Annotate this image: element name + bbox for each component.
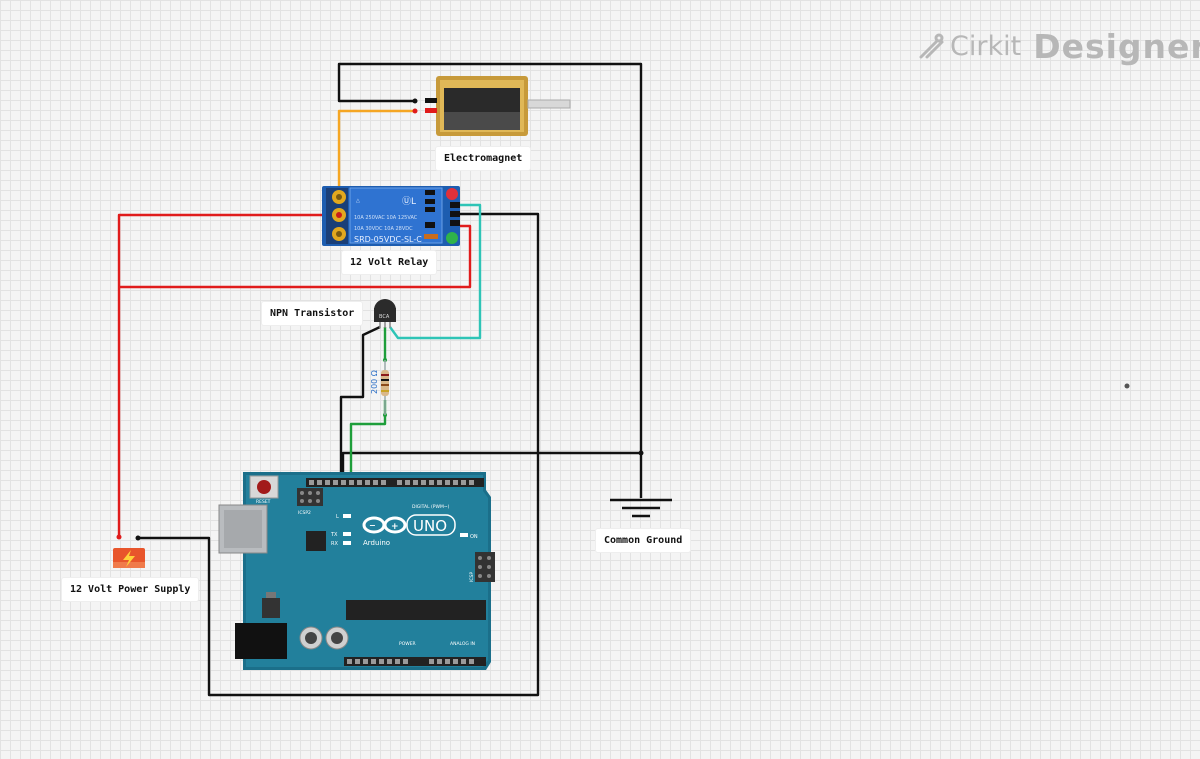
wire-ground-top-loop[interactable] bbox=[337, 62, 643, 453]
svg-text:+: + bbox=[391, 522, 399, 532]
transistor-code: BCA bbox=[379, 314, 390, 320]
uno-model-text: UNO bbox=[413, 517, 447, 535]
arduino-uno[interactable]: RESET ICSP2 DIGITAL (PWM~) bbox=[218, 472, 495, 670]
atmega-chip bbox=[346, 600, 486, 620]
wire-transistor-emitter-gnd[interactable] bbox=[339, 325, 381, 486]
ground-label: Common Ground bbox=[596, 529, 691, 552]
wire-ground-bus[interactable] bbox=[341, 451, 643, 498]
wire-12v-to-relay-vcc[interactable] bbox=[119, 224, 472, 289]
transistor-label: NPN Transistor bbox=[262, 302, 363, 325]
ground-symbol bbox=[610, 498, 672, 518]
relay-screw-terminals bbox=[326, 188, 348, 244]
wires bbox=[117, 62, 643, 697]
relay-led-green bbox=[446, 232, 458, 244]
barrel-jack bbox=[235, 623, 287, 659]
usb-chip bbox=[306, 531, 326, 551]
wire-12v-to-relay-no[interactable] bbox=[117, 213, 339, 537]
rx-led-label: RX bbox=[331, 541, 338, 547]
icsp2-header bbox=[297, 488, 323, 506]
power-label: POWER bbox=[399, 641, 416, 647]
svg-text:ⓊL: ⓊL bbox=[402, 196, 416, 207]
arduino-brand-text: Arduino bbox=[363, 539, 390, 547]
analog-label: ANALOG IN bbox=[450, 641, 475, 647]
wire-relay-in-to-collector[interactable] bbox=[389, 203, 482, 340]
cirkit-designer-logo: Cirkit Designer bbox=[918, 26, 1200, 66]
capacitors bbox=[299, 626, 349, 650]
reset-label: RESET bbox=[256, 499, 271, 505]
svg-text:10A 30VDC 10A 28VDC: 10A 30VDC 10A 28VDC bbox=[354, 226, 413, 232]
npn-transistor[interactable]: BCA bbox=[374, 299, 396, 328]
svg-text:△: △ bbox=[356, 198, 360, 204]
canvas-dot bbox=[1124, 383, 1130, 389]
relay-header-pins bbox=[450, 202, 460, 226]
svg-text:−: − bbox=[369, 521, 376, 530]
digital-label: DIGITAL (PWM~) bbox=[412, 504, 450, 510]
arduino-logo bbox=[362, 516, 407, 534]
wire-relay-gnd[interactable] bbox=[138, 212, 540, 697]
lightning-icon bbox=[123, 550, 135, 567]
icsp-header bbox=[475, 552, 495, 582]
brand-name-designer: Designer bbox=[1033, 26, 1200, 66]
wire-relay-to-magnet[interactable] bbox=[337, 109, 415, 197]
resistor-value: 200 Ω bbox=[370, 370, 379, 394]
relay-module[interactable]: △ ⓊL 10A 250VAC 10A 125VAC 10A 30VDC 10A… bbox=[322, 186, 460, 246]
reset-button[interactable] bbox=[249, 475, 279, 499]
icsp2-label: ICSP2 bbox=[298, 510, 311, 516]
svg-text:10A 250VAC 10A 125VAC: 10A 250VAC 10A 125VAC bbox=[354, 215, 418, 221]
power-supply-label: 12 Volt Power Supply bbox=[62, 578, 199, 601]
resistor[interactable]: 200 Ω bbox=[370, 360, 389, 415]
power-analog-header bbox=[344, 657, 486, 666]
voltage-regulator bbox=[262, 598, 280, 618]
l-led-label: L bbox=[336, 514, 339, 520]
on-led-label: ON bbox=[470, 534, 478, 540]
tx-led-label: TX bbox=[330, 532, 338, 538]
digital-header bbox=[306, 478, 484, 487]
electromagnet-label: Electromagnet bbox=[436, 147, 531, 170]
power-supply[interactable] bbox=[113, 548, 145, 568]
relay-led-red bbox=[446, 188, 458, 200]
wire-junctions bbox=[116, 98, 644, 541]
logo-icon bbox=[919, 33, 944, 59]
relay-label: 12 Volt Relay bbox=[342, 251, 437, 274]
icsp-label: ICSP bbox=[469, 572, 475, 582]
electromagnet[interactable] bbox=[425, 76, 571, 136]
brand-name-cirkit: Cirkit bbox=[950, 30, 1022, 62]
relay-model-text: SRD-05VDC-SL-C bbox=[354, 235, 422, 244]
